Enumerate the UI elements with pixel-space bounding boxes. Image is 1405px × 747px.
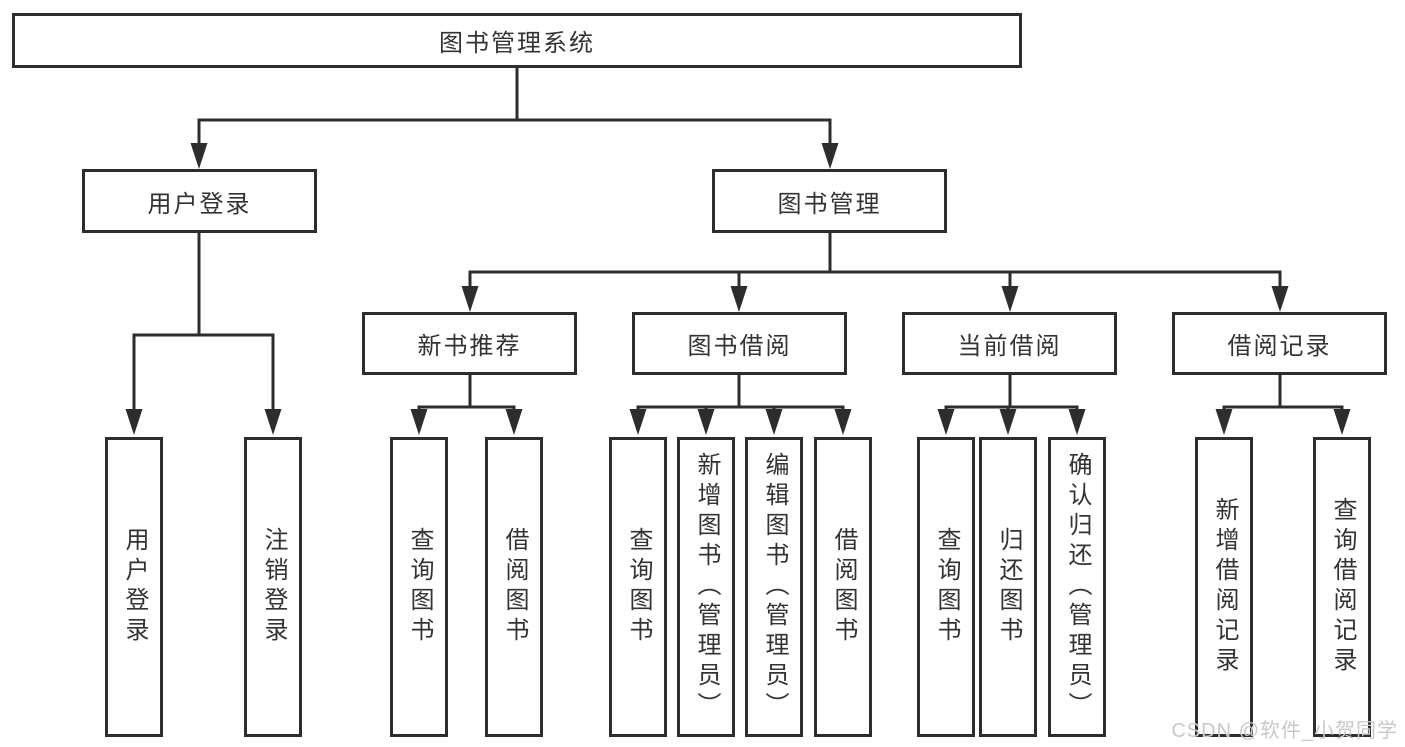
node-book-borrowing: 图书借阅 xyxy=(632,312,847,375)
node-book-management: 图书管理 xyxy=(712,169,947,233)
leaf-user-login: 用户登录 xyxy=(105,437,163,737)
leaf-query-books-borrowing: 查询图书 xyxy=(609,437,667,737)
leaf-add-borrow-record: 新增借阅记录 xyxy=(1195,437,1253,737)
leaf-borrow-books-borrowing: 借阅图书 xyxy=(814,437,872,737)
node-current-borrowing: 当前借阅 xyxy=(902,312,1117,375)
leaf-add-books-admin: 新增图书（管理员） xyxy=(677,437,735,737)
leaf-logout: 注销登录 xyxy=(244,437,302,737)
node-borrowing-records: 借阅记录 xyxy=(1172,312,1387,375)
leaf-query-borrow-record: 查询借阅记录 xyxy=(1313,437,1371,737)
leaf-return-books: 归还图书 xyxy=(979,437,1037,737)
node-library-system: 图书管理系统 xyxy=(12,13,1022,68)
csdn-watermark: CSDN @软件_小贺同学 xyxy=(1171,720,1398,742)
leaf-query-books-recommend: 查询图书 xyxy=(390,437,448,737)
leaf-query-books-current: 查询图书 xyxy=(917,437,975,737)
leaf-confirm-return-admin: 确认归还（管理员） xyxy=(1048,437,1106,737)
leaf-borrow-books-recommend: 借阅图书 xyxy=(485,437,543,737)
leaf-edit-books-admin: 编辑图书（管理员） xyxy=(745,437,803,737)
node-user-login: 用户登录 xyxy=(82,169,317,233)
node-new-book-recommendation: 新书推荐 xyxy=(362,312,577,375)
